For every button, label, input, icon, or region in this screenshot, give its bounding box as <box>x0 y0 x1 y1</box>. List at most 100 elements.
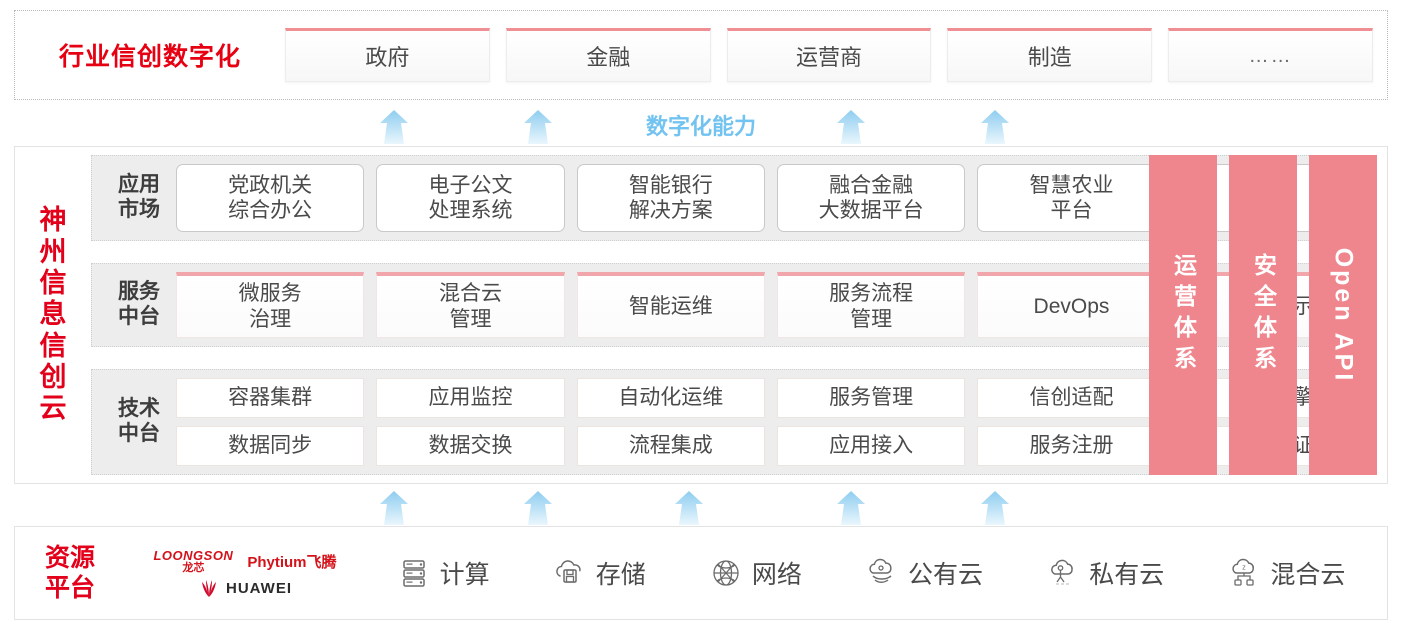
service-card-microservice-governance[interactable]: 微服务治理 <box>176 272 365 338</box>
tech-card-service-registry[interactable]: 服务注册 <box>977 426 1166 466</box>
tier-label-line: 服务 <box>118 280 160 304</box>
private-cloud-icon <box>1051 559 1073 585</box>
pillar-open-api[interactable]: Open API <box>1309 155 1377 475</box>
huawei-flower-icon <box>202 579 216 597</box>
tech-card-data-sync[interactable]: 数据同步 <box>176 426 365 466</box>
industry-band: 行业信创数字化 政府 金融 运营商 制造 …… <box>14 10 1388 100</box>
resource-item-label: 网络 <box>751 561 802 589</box>
loongson-logo-text: LOONGSON <box>153 547 234 563</box>
vendor-logo-group: LOONGSON 龙芯 Phytium飞腾 HUAWEI <box>125 549 365 598</box>
app-card-smart-agriculture[interactable]: 智慧农业平台 <box>977 164 1166 232</box>
resource-item-hybrid-cloud[interactable]: z 混合云 <box>1227 555 1345 591</box>
pillar-operations-system[interactable]: 运营体系 <box>1149 155 1217 475</box>
tier-label-line: 应用 <box>118 173 160 197</box>
resource-item-list: 计算 存储 <box>365 555 1387 591</box>
tier-label-service-platform: 服务 中台 <box>102 280 176 330</box>
cloud-title-char: 神 <box>39 205 67 236</box>
resource-item-public-cloud[interactable]: 公有云 <box>865 555 983 591</box>
cloud-title-char: 创 <box>39 361 67 392</box>
app-card-government-office[interactable]: 党政机关综合办公 <box>176 164 365 232</box>
resource-item-private-cloud[interactable]: 私有云 <box>1046 555 1164 591</box>
capability-label: 数字化能力 <box>645 114 756 139</box>
industry-band-title: 行业信创数字化 <box>58 43 241 71</box>
resource-item-network[interactable]: 网络 <box>709 555 802 591</box>
phytium-logo: Phytium飞腾 <box>247 553 337 571</box>
resource-item-label: 混合云 <box>1270 561 1346 589</box>
capability-arrow-gap: 数字化能力 <box>14 103 1388 145</box>
network-icon <box>713 560 739 586</box>
resource-item-label: 私有云 <box>1089 561 1165 589</box>
industry-box-finance[interactable]: 金融 <box>505 28 711 82</box>
cloud-platform-card: 神 州 信 息 信 创 云 应用 市场 党政机关综合办公 电子公文处理系统 智能… <box>14 146 1388 484</box>
cloud-storage-icon <box>555 560 581 583</box>
industry-box-telecom[interactable]: 运营商 <box>726 28 932 82</box>
resource-item-label: 存储 <box>595 561 646 589</box>
industry-box-list: 政府 金融 运营商 制造 …… <box>285 28 1387 82</box>
cloud-tier-stack: 应用 市场 党政机关综合办公 电子公文处理系统 智能银行解决方案 融合金融大数据… <box>91 147 1387 483</box>
service-card-devops[interactable]: DevOps <box>977 272 1166 338</box>
tech-card-xinchuang-adaptation[interactable]: 信创适配 <box>977 378 1166 418</box>
cloud-title-char: 信 <box>39 330 67 361</box>
up-arrow-icon <box>828 490 874 526</box>
pillar-label: 安全体系 <box>1250 253 1277 377</box>
tier-label-app-market: 应用 市场 <box>102 173 176 223</box>
loongson-logo-cn: 龙芯 <box>182 561 205 574</box>
app-card-edoc-system[interactable]: 电子公文处理系统 <box>376 164 565 232</box>
tech-card-process-integration[interactable]: 流程集成 <box>576 426 765 466</box>
industry-box-more[interactable]: …… <box>1168 28 1373 82</box>
up-arrow-icon <box>972 109 1018 145</box>
up-arrow-icon <box>371 109 417 145</box>
tech-card-app-access[interactable]: 应用接入 <box>776 426 966 466</box>
svg-text:z: z <box>1243 565 1247 572</box>
huawei-logo-text: HUAWEI <box>226 580 292 597</box>
service-card-smart-ops[interactable]: 智能运维 <box>576 272 765 338</box>
tier-label-line: 市场 <box>118 198 160 221</box>
vendor-logo-row: HUAWEI <box>198 579 292 598</box>
up-arrow-icon <box>371 490 417 526</box>
resource-title-line: 资源 <box>44 544 95 572</box>
tier-label-line: 中台 <box>118 422 160 445</box>
industry-box-government[interactable]: 政府 <box>285 28 490 82</box>
up-arrow-icon <box>515 490 561 526</box>
industry-box-manufacturing[interactable]: 制造 <box>947 28 1153 82</box>
app-card-smart-banking[interactable]: 智能银行解决方案 <box>576 164 765 232</box>
up-arrow-icon <box>828 109 874 145</box>
up-arrow-icon <box>666 490 712 526</box>
cloud-title-char: 云 <box>39 393 67 424</box>
cloud-title-char: 息 <box>39 299 67 330</box>
cloud-title-char: 信 <box>39 268 67 299</box>
tier-label-line: 技术 <box>118 397 160 421</box>
loongson-logo: LOONGSON 龙芯 <box>153 549 233 574</box>
resource-item-storage[interactable]: 存储 <box>553 555 646 591</box>
app-card-finance-bigdata[interactable]: 融合金融大数据平台 <box>776 164 966 232</box>
cloud-platform-title: 神 州 信 息 信 创 云 <box>15 147 91 483</box>
pillar-label: 运营体系 <box>1170 253 1197 377</box>
pillar-label: Open API <box>1329 247 1358 383</box>
cloud-title-char: 州 <box>39 236 67 267</box>
resource-item-label: 计算 <box>439 561 490 589</box>
resource-item-label: 公有云 <box>908 561 984 589</box>
resource-item-compute[interactable]: 计算 <box>397 555 490 591</box>
service-card-process-mgmt[interactable]: 服务流程管理 <box>776 272 966 338</box>
server-icon <box>402 560 425 587</box>
pillar-security-system[interactable]: 安全体系 <box>1229 155 1297 475</box>
tech-card-data-exchange[interactable]: 数据交换 <box>376 426 565 466</box>
tier-label-line: 中台 <box>118 305 160 328</box>
resource-arrow-gap <box>14 484 1388 526</box>
tech-card-container-cluster[interactable]: 容器集群 <box>176 378 365 418</box>
pillar-group: 运营体系 安全体系 Open API <box>1149 155 1377 475</box>
resource-title-line: 平台 <box>44 574 95 602</box>
resource-platform-card: 资源 平台 LOONGSON 龙芯 Phytium飞腾 <box>14 526 1388 620</box>
tech-card-service-mgmt[interactable]: 服务管理 <box>776 378 966 418</box>
resource-platform-title: 资源 平台 <box>15 543 125 603</box>
up-arrow-icon <box>972 490 1018 526</box>
up-arrow-icon <box>515 109 561 145</box>
vendor-logo-row: LOONGSON 龙芯 Phytium飞腾 <box>153 549 336 574</box>
service-card-hybrid-cloud-mgmt[interactable]: 混合云管理 <box>376 272 565 338</box>
huawei-logo: HUAWEI <box>198 579 292 598</box>
tier-label-tech-platform: 技术 中台 <box>102 397 176 447</box>
hybrid-cloud-icon: z <box>1232 558 1255 586</box>
tech-card-automated-ops[interactable]: 自动化运维 <box>576 378 765 418</box>
tech-card-app-monitoring[interactable]: 应用监控 <box>376 378 565 418</box>
